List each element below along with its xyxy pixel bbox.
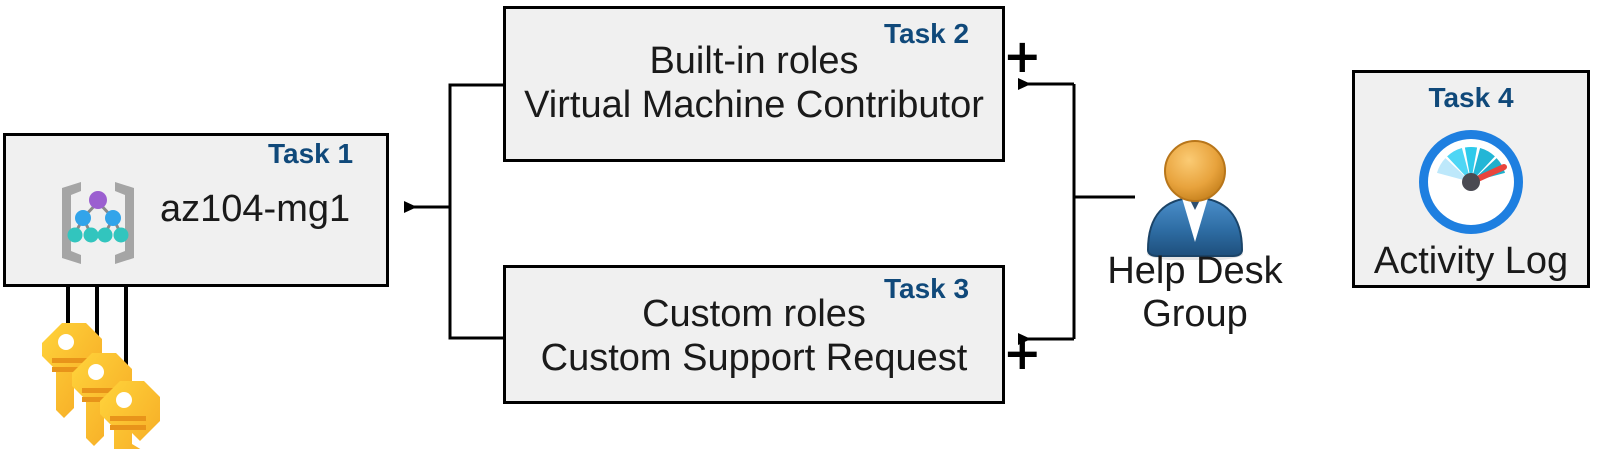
task-4-label: Task 4 [1428,82,1514,113]
connector-tasks-to-mg [404,83,503,340]
help-desk-group-line-1: Help Desk [1107,250,1283,292]
task-3-box[interactable] [503,265,1005,404]
user-icon [1146,140,1244,260]
connector-group-to-roles [1018,78,1135,345]
task-4-caption: Activity Log [1373,240,1569,282]
plus-task-3-icon: + [1003,326,1042,380]
task-3-line-2: Custom Support Request [540,337,968,379]
task-2-line-1: Built-in roles [649,40,859,82]
management-group-icon [62,182,134,264]
help-desk-group-line-2: Group [1142,293,1248,335]
gauge-icon [1419,130,1523,234]
plus-task-2-icon: + [1003,29,1042,83]
task-2-box[interactable] [503,6,1005,162]
task-2-label: Task 2 [884,18,970,49]
task-3-label: Task 3 [884,273,970,304]
task-1-label: Task 1 [268,138,354,169]
task-1-text: az104-mg1 [160,188,351,230]
task-1-box[interactable] [3,133,389,287]
task-3-line-1: Custom roles [642,293,866,335]
keys-icon [42,323,160,449]
task-2-line-2: Virtual Machine Contributor [524,84,984,126]
